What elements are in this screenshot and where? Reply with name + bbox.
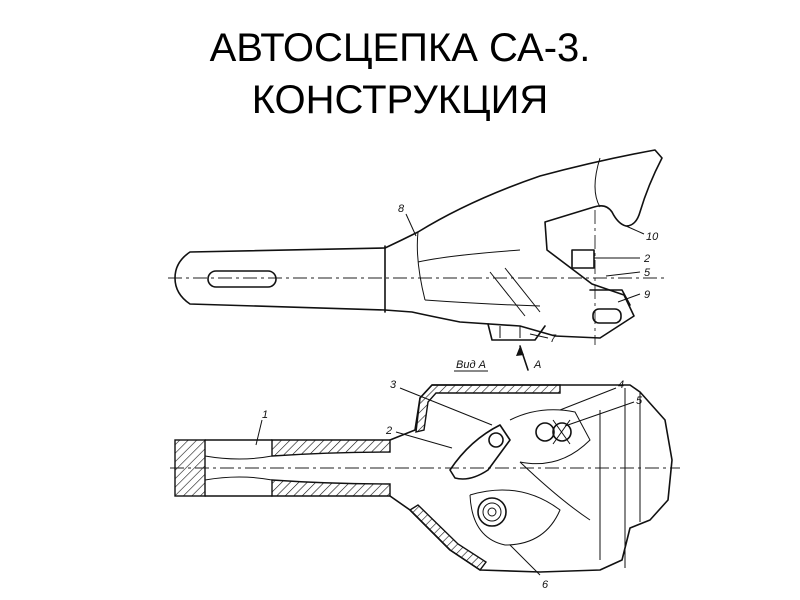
label-1: 1	[262, 409, 268, 421]
leader-6	[509, 544, 541, 576]
head-upper-edge	[594, 157, 601, 208]
lock-window	[571, 249, 595, 269]
lock-lever	[449, 424, 511, 480]
label-5-top: 5	[644, 267, 651, 279]
lock-pin	[488, 432, 504, 448]
page-title: АВТОСЦЕПКА СА-3. КОНСТРУКЦИЯ	[0, 22, 800, 126]
arrow-label-a: А	[533, 359, 541, 371]
label-3: 3	[390, 379, 397, 391]
leader-5-top	[605, 271, 641, 277]
label-9: 9	[644, 289, 650, 301]
leader-5-bottom	[564, 401, 635, 427]
label-8: 8	[398, 203, 405, 215]
spring-coil-core	[487, 507, 497, 517]
leader-8	[405, 213, 417, 237]
label-4: 4	[618, 379, 624, 391]
bottom-lug	[487, 323, 546, 341]
label-5-bottom: 5	[636, 395, 643, 407]
roller-cross-2	[552, 419, 571, 445]
shank-section-left	[174, 439, 206, 497]
leader-3	[399, 387, 493, 426]
head-rib-2	[504, 267, 541, 313]
shank-section-top	[271, 439, 391, 457]
shank-inner-bottom	[204, 476, 273, 481]
lifter-roller-1	[535, 422, 555, 442]
leader-2-bottom	[395, 431, 453, 449]
housing-wall-bottom	[408, 504, 488, 571]
shank-section-bottom	[271, 479, 391, 497]
title-line-2: КОНСТРУКЦИЯ	[251, 78, 549, 122]
lower-slot	[592, 308, 622, 324]
leader-4	[559, 387, 617, 411]
view-caption: Вид А	[456, 359, 486, 371]
shank-inner-top	[204, 455, 273, 460]
label-7: 7	[550, 333, 557, 345]
leader-9	[617, 293, 641, 303]
housing-outline	[389, 384, 673, 573]
spring-coil-inner	[482, 502, 502, 522]
guard-edge	[589, 289, 631, 306]
shank-outline	[174, 247, 386, 311]
lock-edge	[519, 461, 591, 521]
lock-body	[509, 409, 591, 465]
head-inner-line-2	[424, 299, 541, 307]
head-contour	[416, 231, 426, 301]
head-inner-line-1	[417, 249, 521, 263]
view-arrow-head	[516, 346, 524, 356]
housing-wall-top	[415, 384, 561, 433]
label-2-top: 2	[643, 253, 650, 265]
title-line-1: АВТОСЦЕПКА СА-3.	[209, 26, 591, 70]
shank-slot	[207, 270, 277, 288]
label-2-bottom: 2	[385, 425, 392, 437]
leader-10	[625, 225, 645, 235]
leader-1	[255, 419, 263, 446]
leader-7	[529, 333, 549, 339]
spring-coil-outer	[477, 497, 507, 527]
label-6: 6	[542, 579, 549, 591]
top-view: 8 10 2 5 9 7 А	[168, 149, 665, 371]
spring-housing	[469, 489, 561, 546]
label-10: 10	[646, 231, 659, 243]
lifter-roller-2	[552, 422, 572, 442]
head-outline	[384, 149, 663, 339]
bottom-view: 1 2 3 4 5 6	[170, 379, 680, 591]
head-rib-1	[489, 271, 526, 317]
